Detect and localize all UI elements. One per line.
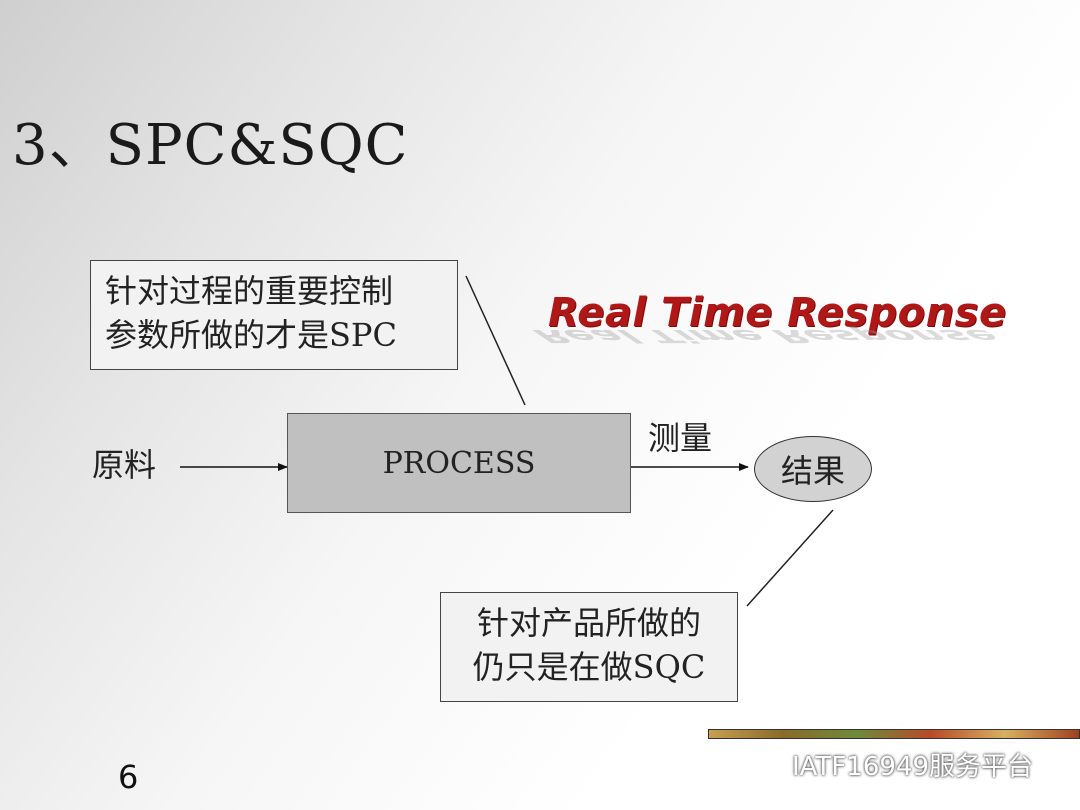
result-oval: 结果: [754, 436, 872, 502]
decorative-bar: [708, 729, 1080, 739]
spc-note-box: 针对过程的重要控制 参数所做的才是SPC: [90, 260, 458, 370]
watermark-text: IATF16949服务平台: [792, 751, 1033, 782]
slide-title: 3、SPC&SQC: [12, 113, 409, 178]
sqc-callout-line: [746, 509, 834, 607]
process-box: PROCESS: [287, 413, 631, 513]
result-label: 结果: [780, 452, 845, 490]
spc-callout-line: [465, 275, 526, 406]
real-time-response-text: Real Time Response: [548, 290, 1007, 336]
sqc-note-line-1: 针对产品所做的: [476, 604, 701, 642]
real-time-response-banner: Real Time Response Real Time Response: [527, 290, 1007, 380]
input-material-label: 原料: [92, 446, 157, 484]
measure-label: 测量: [648, 419, 713, 457]
sqc-note-line-2: 仍只是在做SQC: [472, 648, 706, 686]
spc-note-line-1: 针对过程的重要控制: [105, 272, 394, 310]
spc-note-line-2: 参数所做的才是SPC: [105, 316, 397, 354]
sqc-note-box: 针对产品所做的 仍只是在做SQC: [440, 592, 738, 702]
watermark: IATF16949服务平台: [752, 744, 1033, 784]
process-label: PROCESS: [382, 445, 536, 481]
real-time-response-reflection: Real Time Response: [526, 325, 1007, 346]
wechat-icon: [753, 751, 785, 776]
page-number: 6: [118, 758, 139, 796]
